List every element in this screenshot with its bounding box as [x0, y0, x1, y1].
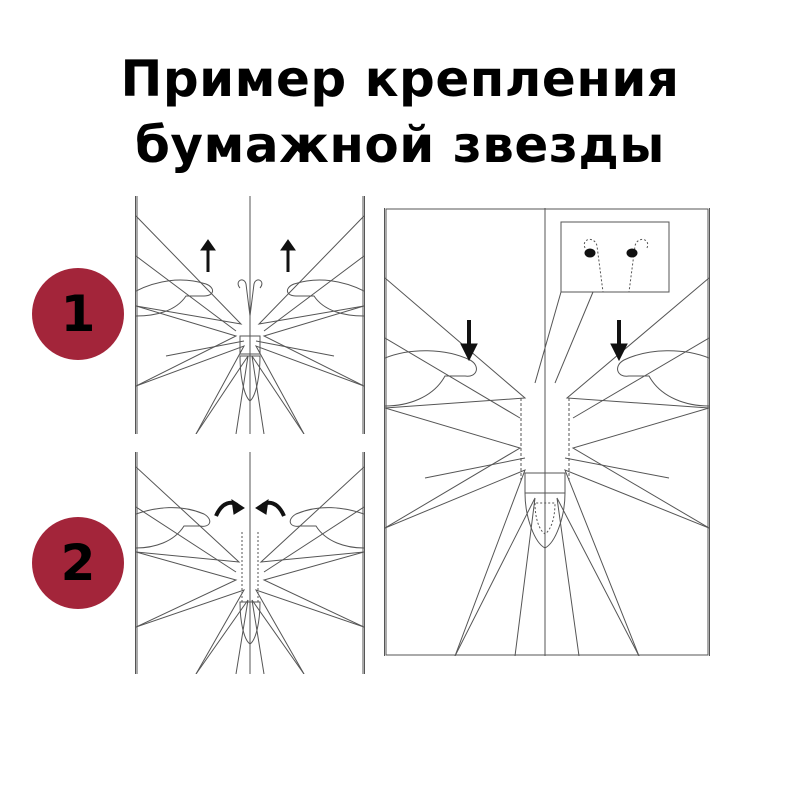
arrow-down-icon [460, 320, 478, 362]
step-2-illustration [135, 452, 365, 674]
star-illustration-3 [385, 208, 709, 656]
step-badge-2: 2 [32, 517, 124, 609]
arrow-up-icon [200, 239, 216, 272]
title-line-1: Пример крепления [120, 50, 680, 108]
curved-arrow-head-icon [255, 498, 269, 515]
star-illustration-2 [136, 452, 364, 674]
step-badge-1: 1 [32, 268, 124, 360]
step-1-illustration [135, 196, 365, 434]
title-line-2: бумажной звезды [135, 116, 665, 174]
arrow-down-icon [610, 320, 628, 362]
star-illustration-1 [136, 196, 364, 434]
page-title: Пример крепления бумажной звезды [0, 46, 800, 178]
clip-icon [626, 248, 638, 258]
arrow-up-icon [280, 239, 296, 272]
step-3-illustration [384, 208, 710, 656]
curved-arrow-head-icon [231, 498, 245, 515]
clip-icon [584, 248, 596, 258]
